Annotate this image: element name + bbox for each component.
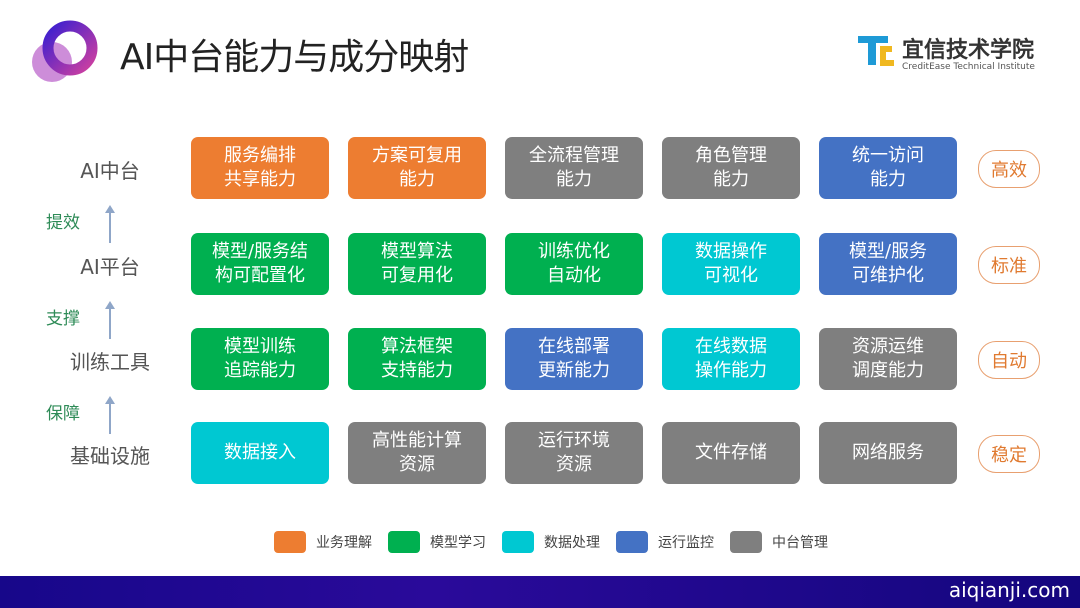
capability-cell: 文件存储 bbox=[662, 422, 800, 484]
arrow-up-icon bbox=[104, 203, 116, 245]
layer-label: AI中台 bbox=[80, 159, 140, 183]
quality-badge: 标准 bbox=[978, 246, 1040, 284]
capability-cell: 在线部署 更新能力 bbox=[505, 328, 643, 390]
layer-label: AI平台 bbox=[80, 255, 140, 279]
watermark: aiqianji.com bbox=[948, 578, 1070, 602]
capability-cell: 数据接入 bbox=[191, 422, 329, 484]
capability-cell: 资源运维 调度能力 bbox=[819, 328, 957, 390]
legend-swatch bbox=[388, 531, 420, 553]
capability-cell: 训练优化 自动化 bbox=[505, 233, 643, 295]
layer-label: 训练工具 bbox=[70, 350, 150, 374]
quality-badge: 高效 bbox=[978, 150, 1040, 188]
page-title: AI中台能力与成分映射 bbox=[120, 37, 469, 78]
legend-label: 数据处理 bbox=[544, 535, 600, 551]
legend-label: 运行监控 bbox=[658, 535, 714, 551]
relation-label: 保障 bbox=[46, 404, 80, 424]
brand-subtitle: CreditEase Technical Institute bbox=[902, 62, 1035, 72]
logo-icon bbox=[24, 18, 100, 84]
capability-cell: 算法框架 支持能力 bbox=[348, 328, 486, 390]
tc-logo-icon bbox=[858, 36, 894, 66]
legend-item: 业务理解 bbox=[274, 531, 372, 553]
quality-badge: 稳定 bbox=[978, 435, 1040, 473]
capability-cell: 服务编排 共享能力 bbox=[191, 137, 329, 199]
legend-item: 数据处理 bbox=[502, 531, 600, 553]
capability-cell: 方案可复用 能力 bbox=[348, 137, 486, 199]
capability-cell: 统一访问 能力 bbox=[819, 137, 957, 199]
capability-cell: 模型算法 可复用化 bbox=[348, 233, 486, 295]
legend-item: 运行监控 bbox=[616, 531, 714, 553]
legend-item: 模型学习 bbox=[388, 531, 486, 553]
relation-label: 支撑 bbox=[46, 309, 80, 329]
legend-swatch bbox=[502, 531, 534, 553]
capability-cell: 角色管理 能力 bbox=[662, 137, 800, 199]
arrow-up-icon bbox=[104, 299, 116, 341]
capability-cell: 在线数据 操作能力 bbox=[662, 328, 800, 390]
layer-label: 基础设施 bbox=[70, 444, 150, 468]
relation-label: 提效 bbox=[46, 213, 80, 233]
brand-name: 宜信技术学院 bbox=[902, 38, 1035, 63]
capability-cell: 全流程管理 能力 bbox=[505, 137, 643, 199]
capability-cell: 网络服务 bbox=[819, 422, 957, 484]
legend-swatch bbox=[274, 531, 306, 553]
legend-label: 业务理解 bbox=[316, 535, 372, 551]
capability-cell: 模型训练 追踪能力 bbox=[191, 328, 329, 390]
capability-cell: 模型/服务 可维护化 bbox=[819, 233, 957, 295]
brand-logo: 宜信技术学院 CreditEase Technical Institute bbox=[856, 32, 1035, 72]
capability-cell: 模型/服务结 构可配置化 bbox=[191, 233, 329, 295]
legend: 业务理解 模型学习 数据处理 运行监控 中台管理 bbox=[274, 531, 836, 553]
legend-item: 中台管理 bbox=[730, 531, 828, 553]
legend-label: 中台管理 bbox=[772, 535, 828, 551]
quality-badge: 自动 bbox=[978, 341, 1040, 379]
capability-cell: 高性能计算 资源 bbox=[348, 422, 486, 484]
legend-swatch bbox=[730, 531, 762, 553]
legend-swatch bbox=[616, 531, 648, 553]
capability-cell: 数据操作 可视化 bbox=[662, 233, 800, 295]
capability-cell: 运行环境 资源 bbox=[505, 422, 643, 484]
arrow-up-icon bbox=[104, 394, 116, 436]
footer-bar bbox=[0, 576, 1080, 608]
legend-label: 模型学习 bbox=[430, 535, 486, 551]
